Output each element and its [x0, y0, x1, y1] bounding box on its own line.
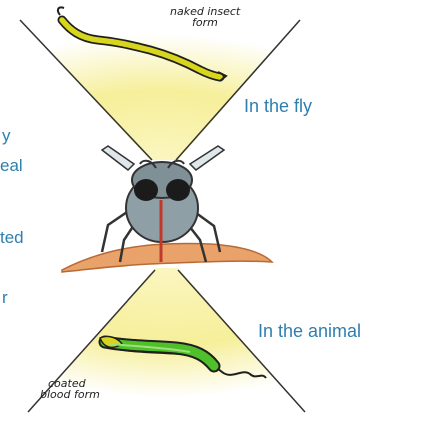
cut-text-4: r [2, 288, 8, 308]
naked-insect-form-label: naked insect form [170, 6, 240, 28]
coated-blood-form-label: coated blood form [40, 378, 100, 400]
in-the-animal-label: In the animal [258, 321, 361, 342]
in-the-fly-label: In the fly [244, 96, 312, 117]
coated-label-line2: blood form [40, 389, 100, 400]
naked-label-line2: form [170, 17, 240, 28]
cut-text-1: y [2, 126, 11, 146]
cut-text-2: eal [0, 156, 23, 176]
cut-text-3: ted [0, 228, 24, 248]
fly-cone [20, 20, 300, 160]
animal-skin [62, 243, 272, 272]
